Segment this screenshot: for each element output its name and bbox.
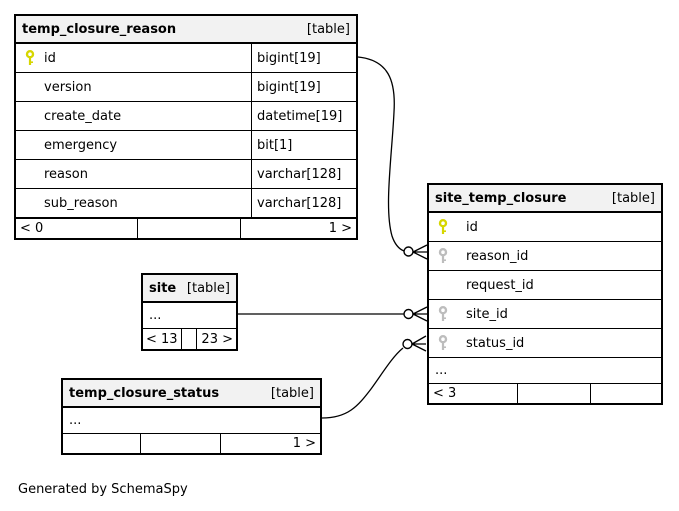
degree-cell-right: 1 >	[220, 434, 320, 453]
column-type: bigint[19]	[257, 79, 321, 95]
table-node-temp-closure-status[interactable]: temp_closure_status [table] ... 1 >	[61, 378, 322, 455]
column-type: varchar[128]	[257, 195, 342, 211]
table-title: site	[149, 280, 177, 296]
column-name-cell: status_id	[429, 329, 661, 357]
column-name-cell: id	[16, 44, 252, 72]
degree-cell-mid	[137, 219, 240, 238]
table-badge: [table]	[270, 385, 314, 401]
edge-status	[321, 347, 404, 419]
column-name: reason	[44, 166, 88, 182]
column-row-site-id: site_id	[429, 300, 661, 329]
column-name: id	[466, 219, 478, 235]
column-name: sub_reason	[44, 195, 118, 211]
degree-cell-left: < 13	[146, 331, 178, 347]
column-row-reason: reason varchar[128]	[16, 160, 356, 189]
primary-key-icon	[24, 49, 36, 67]
column-row-id: id bigint[19]	[16, 44, 356, 73]
column-row-sub-reason: sub_reason varchar[128]	[16, 189, 356, 218]
column-row-reason-id: reason_id	[429, 242, 661, 271]
degree-cell-mid	[140, 434, 220, 453]
column-name-cell: emergency	[16, 131, 252, 159]
column-name: site_id	[466, 306, 508, 322]
column-name-cell: version	[16, 73, 252, 101]
column-type: bit[1]	[257, 137, 293, 153]
table-badge: [table]	[186, 280, 230, 296]
column-name-cell: reason_id	[429, 242, 661, 270]
degree-footer: < 0 1 >	[16, 218, 356, 238]
no-key-spacer	[24, 108, 36, 125]
table-node-site[interactable]: site [table] ... < 13 23 >	[141, 273, 238, 351]
column-row-create-date: create_date datetime[19]	[16, 102, 356, 131]
column-name-cell: sub_reason	[16, 189, 252, 217]
generated-by-text: Generated by SchemaSpy	[18, 482, 188, 497]
foreign-key-icon	[437, 334, 449, 352]
cardinality-circle-reason	[403, 246, 414, 257]
table-node-temp-closure-reason[interactable]: temp_closure_reason [table] id bigint[19…	[14, 14, 358, 240]
cardinality-circle-status	[402, 338, 413, 350]
degree-cell-left	[63, 434, 140, 453]
foreign-key-icon	[437, 305, 449, 323]
table-title: temp_closure_reason	[22, 21, 177, 37]
column-name-cell: id	[429, 213, 661, 241]
degree-cell-mid	[517, 384, 590, 403]
no-key-spacer	[437, 277, 449, 294]
degree-footer: < 3	[429, 383, 661, 403]
table-header[interactable]: site_temp_closure [table]	[429, 185, 661, 213]
table-badge: [table]	[611, 190, 655, 206]
column-name: reason_id	[466, 248, 529, 264]
crowfoot-site	[412, 306, 428, 322]
no-key-spacer	[24, 166, 36, 183]
degree-cell-mid	[180, 329, 196, 349]
degree-footer: 1 >	[63, 433, 320, 453]
table-header[interactable]: temp_closure_reason [table]	[16, 16, 356, 44]
column-name: request_id	[466, 277, 534, 293]
degree-cell-right: 1 >	[240, 219, 356, 238]
column-name-cell: create_date	[16, 102, 252, 130]
column-name: id	[44, 50, 56, 66]
column-name: create_date	[44, 108, 122, 124]
column-type: datetime[19]	[257, 108, 343, 124]
column-name: status_id	[466, 335, 525, 351]
no-key-spacer	[24, 137, 36, 154]
table-badge: [table]	[306, 21, 350, 37]
column-row-version: version bigint[19]	[16, 73, 356, 102]
column-name-cell: reason	[16, 160, 252, 188]
column-row-id: id	[429, 213, 661, 242]
table-header[interactable]: temp_closure_status [table]	[63, 380, 320, 408]
table-title: temp_closure_status	[69, 385, 220, 401]
column-row-request-id: request_id	[429, 271, 661, 300]
degree-cell-right	[590, 384, 661, 403]
crowfoot-status	[411, 335, 427, 352]
degree-cell-right: 23 >	[195, 329, 236, 349]
no-key-spacer	[24, 79, 36, 96]
column-name-cell: request_id	[429, 271, 661, 299]
degree-footer: < 13 23 >	[143, 328, 236, 349]
column-row-emergency: emergency bit[1]	[16, 131, 356, 160]
degree-cell-left: < 0	[20, 221, 44, 236]
column-name: version	[44, 79, 92, 95]
table-node-site-temp-closure[interactable]: site_temp_closure [table] id reason_id r…	[427, 183, 663, 405]
ellipsis-row: ...	[435, 363, 448, 378]
crowfoot-reason	[412, 244, 428, 260]
column-type: varchar[128]	[257, 166, 342, 182]
table-header[interactable]: site [table]	[143, 275, 236, 303]
primary-key-icon	[437, 218, 449, 236]
table-title: site_temp_closure	[435, 190, 567, 206]
column-name-cell: site_id	[429, 300, 661, 328]
column-name: emergency	[44, 137, 118, 153]
edge-reason	[357, 56, 405, 252]
no-key-spacer	[24, 195, 36, 212]
degree-cell-left: < 3	[433, 386, 457, 401]
column-type: bigint[19]	[257, 50, 321, 66]
ellipsis-row: ...	[69, 413, 82, 428]
cardinality-circle-site	[403, 308, 414, 320]
column-row-status-id: status_id	[429, 329, 661, 358]
foreign-key-icon	[437, 247, 449, 265]
ellipsis-row: ...	[149, 308, 162, 323]
